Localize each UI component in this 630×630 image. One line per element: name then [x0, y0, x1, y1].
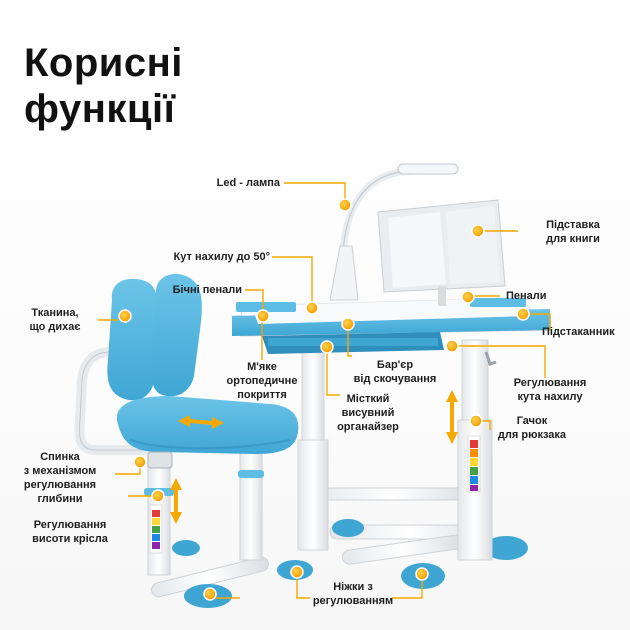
label-adjustable-feet: Ніжки з регулюванням	[312, 581, 394, 607]
label-backrest-depth: Спинка з механізмом регулювання глибини	[23, 451, 97, 505]
desk-foot-back	[332, 519, 364, 537]
marker-cup-holder	[516, 307, 530, 321]
chair-base-bar	[151, 556, 269, 598]
desk	[231, 163, 551, 589]
label-backpack-hook: Гачок для рюкзака	[497, 415, 567, 441]
chair-seat	[116, 396, 299, 454]
marker-led-lamp	[338, 198, 352, 212]
desk-work-surface	[252, 298, 530, 324]
feature-markers	[118, 198, 530, 601]
label-book-stand: Підставка для книги	[546, 219, 600, 245]
marker-orthopedic-cover	[341, 317, 355, 331]
chair-backrest-right	[150, 274, 202, 397]
adjust-arrows	[170, 390, 458, 524]
marker-seat-height	[151, 489, 165, 503]
desk-leg-left-lower	[297, 439, 329, 551]
book-stand-post	[438, 286, 446, 306]
desk-crossbar	[309, 487, 476, 501]
marker-drawer	[320, 340, 334, 354]
chair-backrest-left	[107, 278, 159, 401]
title-line-1: Корисні	[24, 41, 183, 85]
desk-pencil-tray	[470, 298, 526, 307]
desk-foot-right	[484, 536, 528, 560]
label-pencil-cases: Пенали	[506, 290, 547, 302]
backpack-hook	[484, 351, 497, 366]
marker-side-cases	[256, 309, 270, 323]
label-tilt-angle: Кут нахилу до 50°	[173, 251, 270, 263]
label-orthopedic-cover: М'яке ортопедичне покриття	[226, 361, 298, 401]
arrow-seat-depth	[178, 415, 224, 429]
chair-depth-knob	[147, 451, 173, 469]
title-line-2: функції	[24, 87, 176, 131]
label-cup-holder: Підстаканник	[542, 326, 615, 338]
label-seat-height: Регулювання висоти крісла	[32, 519, 108, 545]
lamp-head	[397, 163, 459, 175]
marker-pencil-cases	[461, 290, 475, 304]
marker-foot-2	[290, 565, 304, 579]
marker-foot-3	[203, 587, 217, 601]
chair-foot-back	[172, 540, 200, 556]
label-anti-slip-barrier: Бар'єр від скочування	[353, 359, 437, 385]
lamp-base	[329, 245, 359, 301]
marker-breathable-fabric	[118, 309, 132, 323]
marker-foot-1	[415, 567, 429, 581]
marker-tilt-angle	[305, 301, 319, 315]
label-side-cases: Бічні пенали	[172, 284, 242, 296]
label-breathable-fabric: Тканина, що дихає	[29, 307, 81, 333]
chair-column-right	[239, 439, 263, 561]
marker-backrest-depth	[133, 455, 147, 469]
chair	[74, 274, 313, 608]
label-tilt-adjustment: Регулювання кута нахилу	[513, 377, 587, 403]
arrow-desk-height	[446, 390, 458, 444]
arrow-chair-height	[170, 478, 182, 524]
desk-side-tray	[236, 302, 296, 312]
label-led-lamp: Led - лампа	[216, 177, 280, 189]
marker-tilt-adjustment	[445, 339, 459, 353]
marker-book-stand	[471, 224, 485, 238]
marker-backpack-hook	[469, 414, 483, 428]
label-drawer-organizer: Місткий висувний органайзер	[337, 393, 399, 433]
